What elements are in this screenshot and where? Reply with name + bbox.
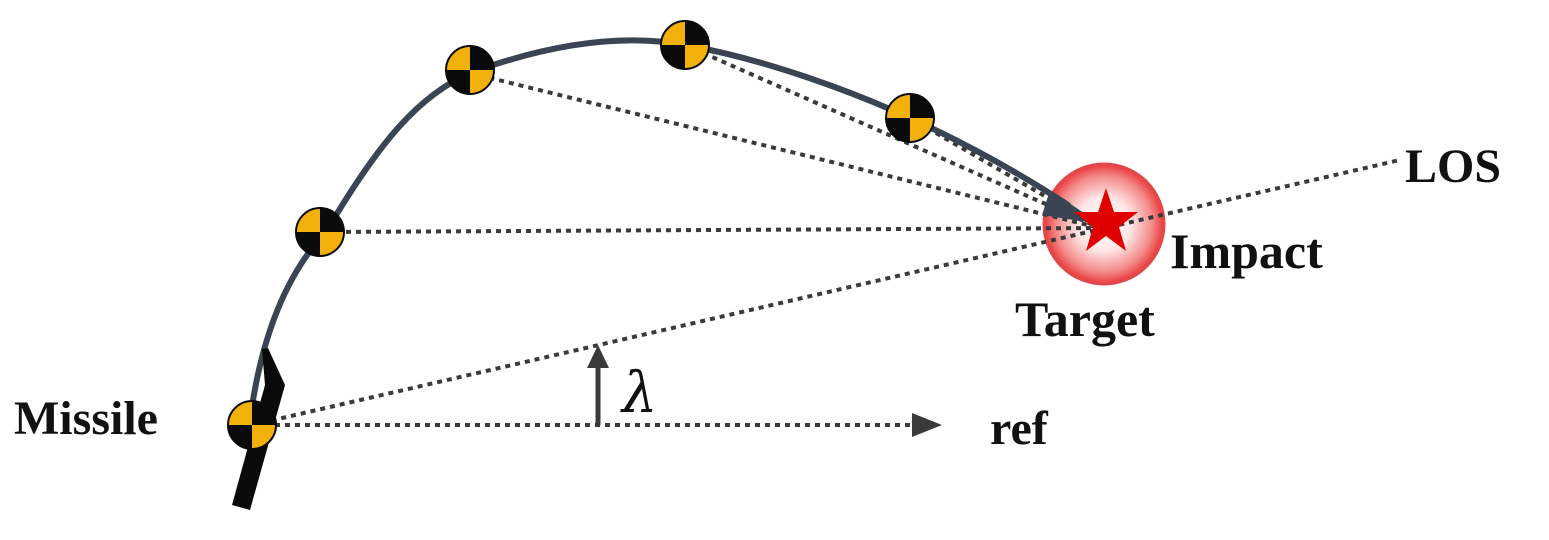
los-label: LOS [1405,140,1501,193]
sight-line-3 [684,43,1101,230]
waypoint-1 [295,207,345,257]
lambda-arrowhead [587,345,609,368]
sight-line-2 [469,71,1101,230]
ref-arrowhead [912,413,942,437]
waypoint-3 [660,20,710,70]
star-icon [1074,188,1138,251]
sight-line-1 [325,226,1101,234]
waypoint-4 [885,93,935,143]
ref-label: ref [990,402,1049,455]
target-label: Target [1015,291,1155,347]
lambda-symbol: λ [620,361,658,426]
los-line [251,158,1401,427]
waypoint-2 [445,45,495,95]
impact-label: Impact [1170,223,1323,279]
missile-label: Missile [14,392,158,445]
waypoint-missile [227,400,277,450]
